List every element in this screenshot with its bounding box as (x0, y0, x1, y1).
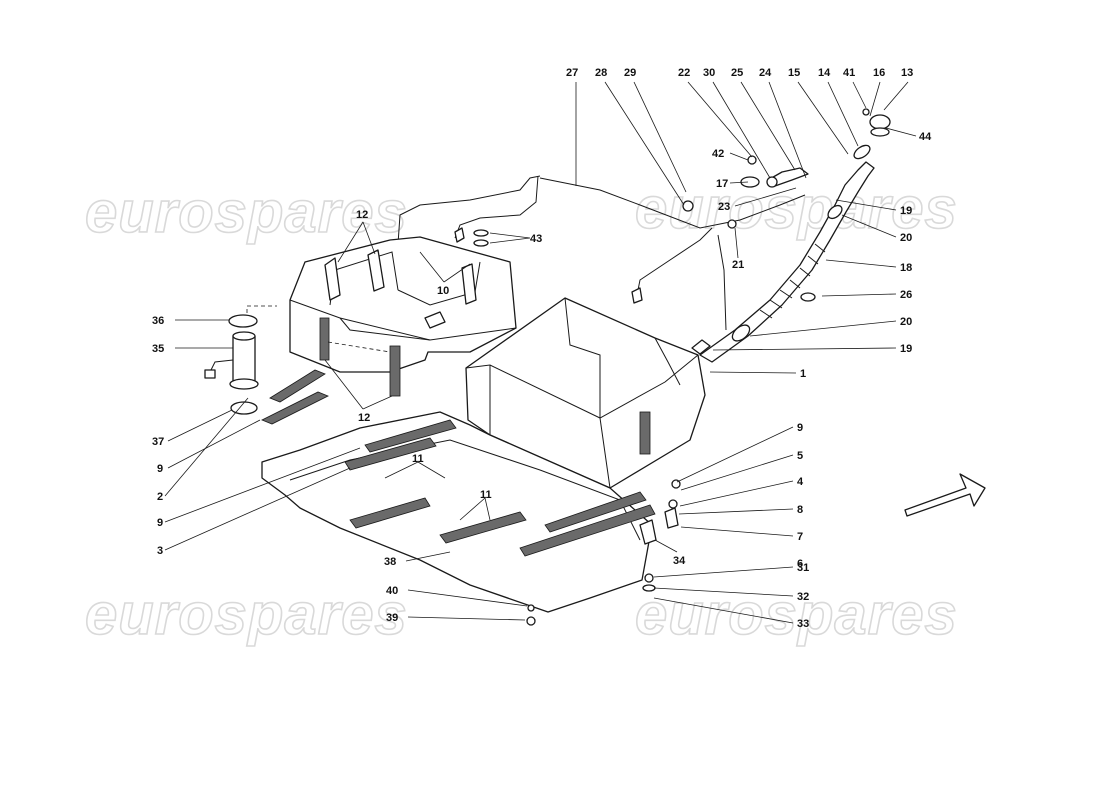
callout-36: 36 (152, 315, 164, 327)
callout-2: 2 (157, 491, 163, 503)
callout-24: 24 (759, 67, 772, 79)
right-fuel-tank (465, 297, 706, 489)
callout-37: 37 (152, 436, 164, 448)
callout-18: 18 (900, 262, 912, 274)
callout-10: 10 (437, 285, 449, 297)
callout-25: 25 (731, 67, 743, 79)
callout-14: 14 (818, 67, 831, 79)
callout-labels: 27 28 29 22 30 25 24 15 14 41 16 13 44 4… (152, 67, 932, 630)
callout-32: 32 (797, 591, 809, 603)
callout-20: 20 (900, 316, 912, 328)
callout-22: 22 (678, 67, 690, 79)
callout-26: 26 (900, 289, 912, 301)
callout-27: 27 (566, 67, 578, 79)
callout-39: 39 (386, 612, 398, 624)
callout-20: 20 (900, 232, 912, 244)
callout-44: 44 (919, 131, 932, 143)
callout-35: 35 (152, 343, 164, 355)
fuel-level-sender (204, 314, 259, 415)
leader-lines (164, 81, 917, 624)
watermark-group: eurospares eurospares eurospares eurospa… (84, 175, 958, 648)
callout-40: 40 (386, 585, 398, 597)
callout-6: 6 (797, 558, 803, 570)
filler-neck-assembly (691, 108, 891, 363)
watermark-text: eurospares (85, 180, 408, 245)
watermark-text: eurospares (635, 582, 958, 647)
callout-7: 7 (797, 531, 803, 543)
floor-undertray (261, 369, 681, 626)
callout-33: 33 (797, 618, 809, 630)
callout-29: 29 (624, 67, 636, 79)
callout-11: 11 (480, 489, 492, 501)
callout-23: 23 (718, 201, 730, 213)
callout-16: 16 (873, 67, 885, 79)
callout-31: 31 (797, 562, 809, 574)
callout-12: 12 (358, 412, 370, 424)
callout-41: 41 (843, 67, 855, 79)
callout-13: 13 (901, 67, 913, 79)
callout-9: 9 (157, 517, 163, 529)
callout-42: 42 (712, 148, 724, 160)
callout-12: 12 (356, 209, 368, 221)
callout-43: 43 (530, 233, 542, 245)
vent-pipes (397, 175, 806, 331)
callout-1: 1 (800, 368, 806, 380)
callout-34: 34 (673, 555, 686, 567)
callout-38: 38 (384, 556, 396, 568)
callout-28: 28 (595, 67, 607, 79)
watermark-text: eurospares (85, 582, 408, 647)
callout-8: 8 (797, 504, 803, 516)
direction-arrow-icon (904, 473, 986, 517)
callout-21: 21 (732, 259, 744, 271)
callout-17: 17 (716, 178, 728, 190)
callout-9: 9 (797, 422, 803, 434)
callout-19: 19 (900, 205, 912, 217)
callout-15: 15 (788, 67, 800, 79)
callout-5: 5 (797, 450, 803, 462)
callout-3: 3 (157, 545, 163, 557)
callout-30: 30 (703, 67, 715, 79)
callout-11: 11 (412, 453, 424, 465)
callout-4: 4 (797, 476, 804, 488)
callout-9: 9 (157, 463, 163, 475)
left-fuel-tank (289, 236, 517, 397)
callout-19: 19 (900, 343, 912, 355)
